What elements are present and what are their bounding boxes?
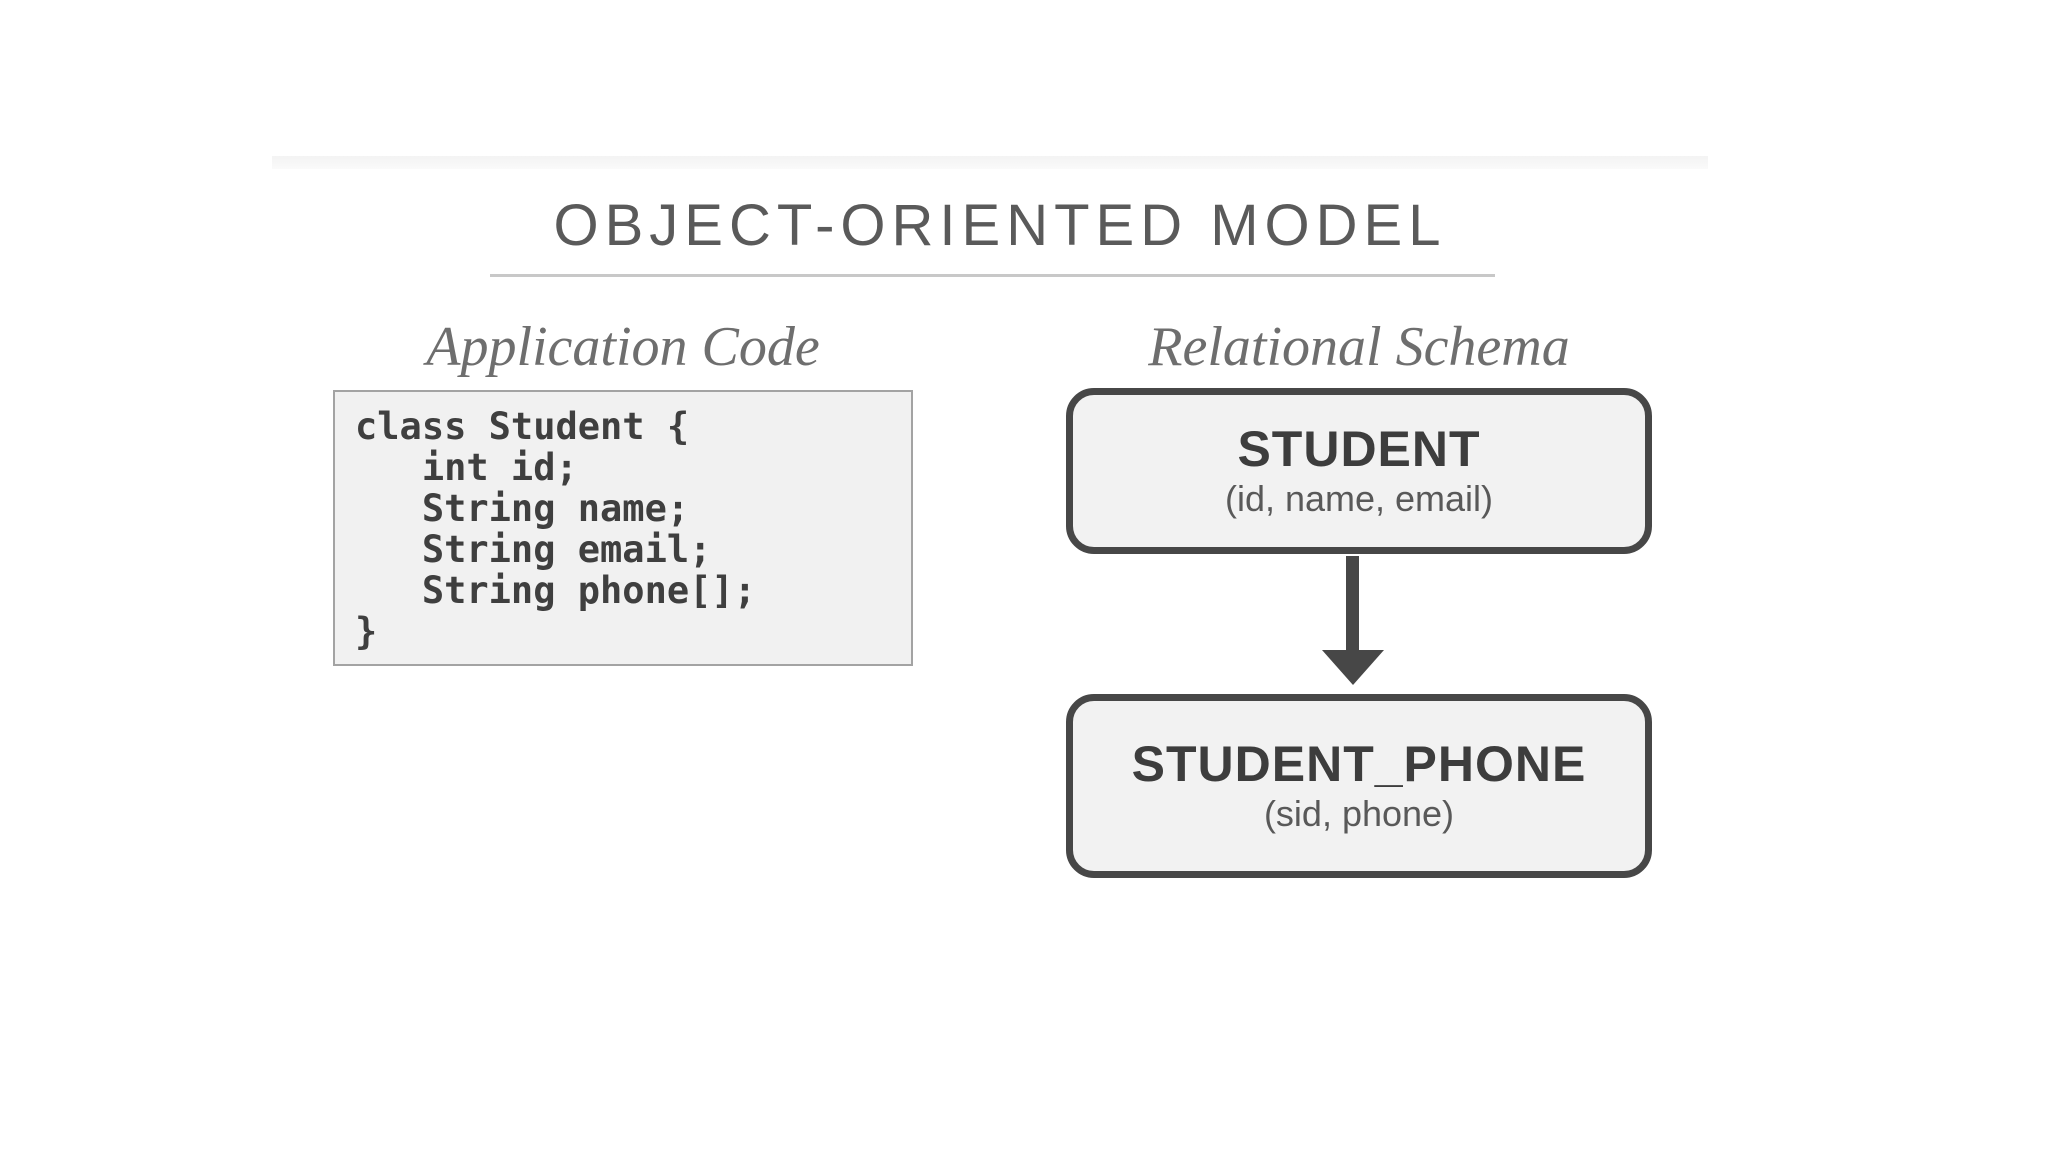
- down-arrow-stem: [1346, 556, 1359, 652]
- code-line-class-declaration: class Student {: [355, 405, 690, 448]
- table-box-student-phone: STUDENT_PHONE (sid, phone): [1066, 694, 1652, 878]
- table-columns-student: (id, name, email): [1224, 478, 1494, 519]
- slide-title: OBJECT-ORIENTED MODEL: [553, 193, 1447, 258]
- code-line-string-phone: String phone[];: [355, 569, 756, 612]
- application-code-box: class Student { int id; String name; Str…: [333, 390, 913, 666]
- relational-schema-heading: Relational Schema: [1148, 316, 1570, 378]
- code-line-int-id: int id;: [355, 446, 578, 489]
- code-line-closing-brace: }: [355, 610, 378, 653]
- code-line-string-email: String email;: [355, 528, 712, 571]
- title-underline: [490, 274, 1495, 277]
- code-line-string-name: String name;: [355, 487, 690, 530]
- down-arrow-head: [1322, 650, 1384, 685]
- slide-top-edge-band: [272, 156, 1708, 169]
- table-box-student: STUDENT (id, name, email): [1066, 388, 1652, 554]
- table-name-student: STUDENT: [1237, 421, 1481, 477]
- table-name-student-phone: STUDENT_PHONE: [1131, 736, 1587, 792]
- table-columns-student-phone: (sid, phone): [1263, 793, 1455, 834]
- application-code-heading: Application Code: [426, 316, 820, 378]
